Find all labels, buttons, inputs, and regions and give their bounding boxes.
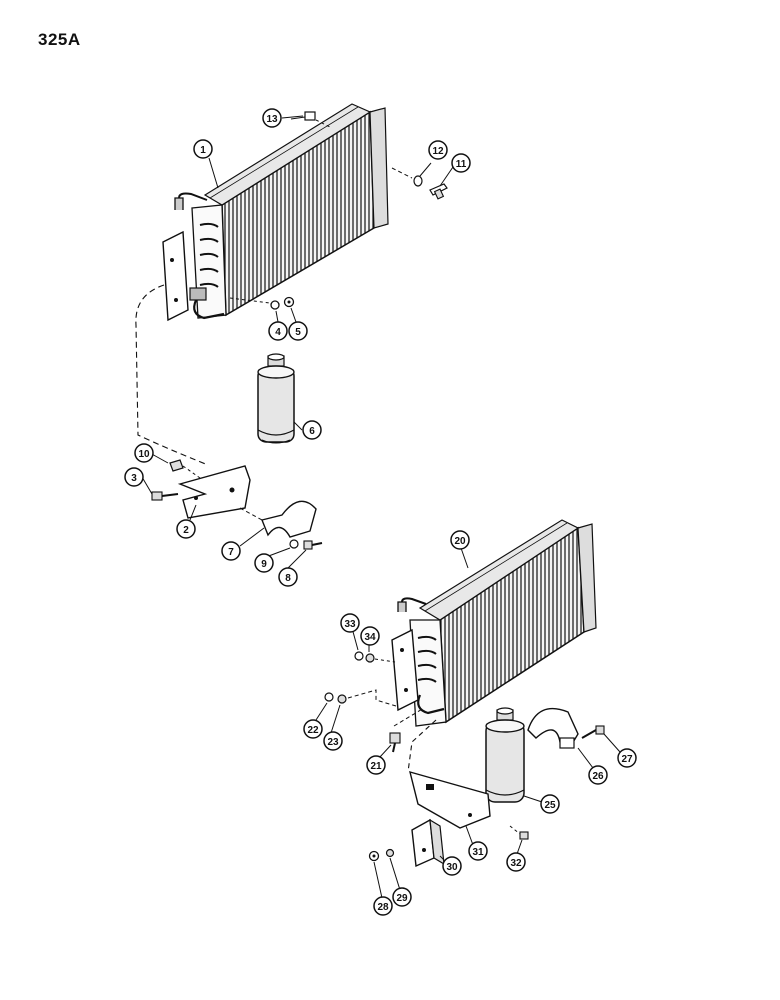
callout-12-label: 12 — [432, 146, 444, 157]
line-routing — [135, 284, 209, 466]
callout-26-label: 26 — [592, 771, 604, 782]
callout-23-label: 23 — [327, 737, 339, 748]
callout-1-label: 1 — [200, 145, 206, 156]
callout-32-label: 32 — [510, 858, 522, 869]
washers-4-5 — [229, 296, 295, 310]
callout-21: 21 — [366, 755, 386, 775]
callout-32: 32 — [506, 852, 526, 872]
callout-23: 23 — [323, 731, 343, 751]
callout-34: 34 — [360, 626, 380, 646]
bolt-3 — [151, 491, 179, 501]
callout-3: 3 — [124, 467, 144, 487]
callout-34-label: 34 — [364, 632, 376, 643]
callout-22: 22 — [303, 719, 323, 739]
bracket-30 — [411, 818, 445, 868]
callout-12: 12 — [428, 140, 448, 160]
receiver-drier-25 — [485, 707, 525, 803]
callout-3-label: 3 — [131, 473, 137, 484]
callout-4-label: 4 — [275, 327, 281, 338]
nut-10 — [169, 459, 201, 479]
condenser-upper — [162, 103, 389, 322]
callout-29-label: 29 — [396, 893, 408, 904]
callout-5: 5 — [288, 321, 308, 341]
callout-31-label: 31 — [472, 847, 484, 858]
callout-7-label: 7 — [228, 547, 234, 558]
nut-9-bolt-8 — [289, 539, 323, 550]
nut-28-washer-29 — [368, 848, 395, 862]
callout-10: 10 — [134, 443, 154, 463]
callout-25: 25 — [540, 794, 560, 814]
nuts-22-23 — [324, 689, 397, 707]
receiver-drier-6 — [257, 353, 295, 444]
callout-8: 8 — [278, 567, 298, 587]
callout-9: 9 — [254, 553, 274, 573]
callout-4: 4 — [268, 321, 288, 341]
bracket-31 — [409, 770, 491, 829]
callout-21-label: 21 — [370, 761, 382, 772]
callout-25-label: 25 — [544, 800, 556, 811]
strap-7 — [239, 500, 317, 538]
callout-27-label: 27 — [621, 754, 633, 765]
strap-26 — [527, 707, 579, 749]
nuts-33-34 — [354, 651, 396, 663]
callout-27: 27 — [617, 748, 637, 768]
callout-11: 11 — [451, 153, 471, 173]
callout-20: 20 — [450, 530, 470, 550]
callout-30: 30 — [442, 856, 462, 876]
clip-13 — [290, 111, 333, 129]
callout-28: 28 — [373, 896, 393, 916]
line-routing-lower — [407, 719, 437, 773]
callout-1: 1 — [193, 139, 213, 159]
condenser-lower — [391, 519, 597, 727]
page-number: 325A — [38, 30, 81, 49]
callout-2-label: 2 — [183, 525, 189, 536]
callout-6-label: 6 — [309, 426, 315, 437]
callout-11-label: 11 — [456, 159, 467, 170]
bracket-2 — [177, 465, 251, 519]
callout-22-label: 22 — [307, 725, 319, 736]
callout-7: 7 — [221, 541, 241, 561]
callout-28-label: 28 — [377, 902, 389, 913]
callout-13: 13 — [262, 108, 282, 128]
callout-6: 6 — [302, 420, 322, 440]
callout-31: 31 — [468, 841, 488, 861]
callout-26: 26 — [588, 765, 608, 785]
callout-8-label: 8 — [285, 573, 291, 584]
callout-9-label: 9 — [261, 559, 267, 570]
callout-13-label: 13 — [266, 114, 278, 125]
callout-10-label: 10 — [138, 449, 150, 460]
callout-29: 29 — [392, 887, 412, 907]
callout-33: 33 — [340, 613, 360, 633]
callout-5-label: 5 — [295, 327, 301, 338]
bolt-27 — [581, 725, 605, 739]
bolt-11-and-washer-12 — [391, 167, 448, 200]
bolt-21 — [389, 707, 425, 753]
callout-30-label: 30 — [446, 862, 458, 873]
callout-20-label: 20 — [454, 536, 466, 547]
callout-2: 2 — [176, 519, 196, 539]
bolt-32 — [509, 825, 529, 840]
callout-33-label: 33 — [344, 619, 356, 630]
